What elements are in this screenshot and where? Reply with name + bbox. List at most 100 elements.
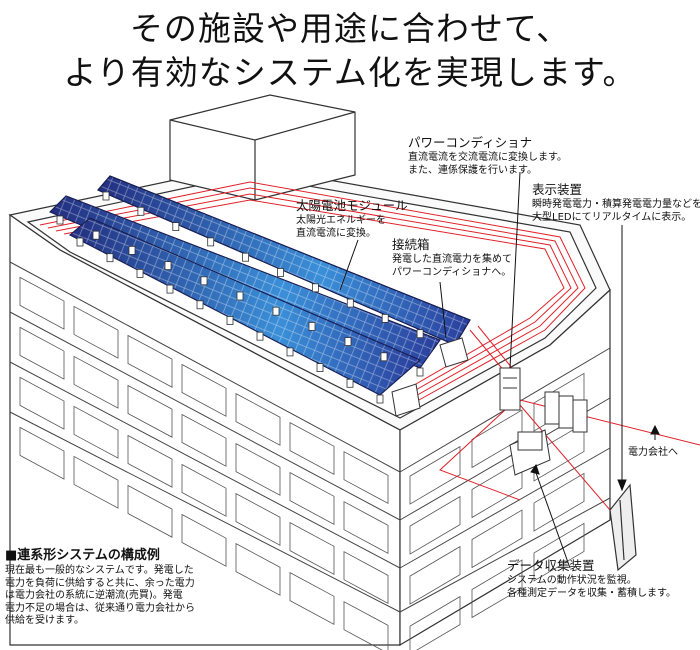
window [409, 495, 461, 555]
panel-mount [256, 331, 264, 341]
display-title: 表示装置 [532, 182, 583, 197]
callout-display: 表示装置 瞬時発電電力・積算発電電力量などを 大型LEDにてリアルタイムに表示。 [532, 181, 700, 224]
power-conditioner-title: パワーコンディショナ [408, 135, 533, 150]
panel-mount [346, 378, 354, 388]
callout-power-conditioner: パワーコンディショナ 直流電流を交流電流に変換します。 また、連係保護を行います… [408, 134, 567, 177]
window [343, 501, 389, 555]
data-collector-desc-2: 各種測定データを収集・蓄積します。 [507, 588, 676, 599]
window [127, 384, 173, 438]
electrical-cabinets [544, 391, 588, 433]
panel-mount [136, 268, 144, 278]
floor-lines [9, 261, 611, 613]
window [73, 405, 119, 459]
caption-title: ■連系形システムの構成例 [5, 548, 160, 563]
panel-mount [226, 316, 234, 325]
panel-mount [242, 252, 250, 262]
panel-mount [200, 276, 208, 286]
window [127, 434, 173, 488]
data-collector-title: データ収集装置 [507, 558, 595, 573]
headline-line-2: より有効なシステム化を実現します。 [63, 53, 637, 92]
window [289, 471, 335, 525]
panel-mounts [56, 191, 459, 404]
window [127, 334, 173, 388]
window [289, 521, 335, 575]
solar-module-desc-1: 太陽光エネルギーを [296, 215, 386, 226]
window [181, 463, 227, 517]
callout-data-collector: データ収集装置 システムの動作状況を監視。 各種測定データを収集・蓄積します。 [507, 557, 676, 600]
window [19, 376, 65, 430]
panel-mount [344, 337, 352, 347]
panel-mount [381, 313, 389, 323]
panel-mount [376, 394, 384, 404]
junction-box-desc-1: 発電した直流電力を集めて [392, 254, 512, 265]
solar-array-3 [69, 217, 421, 396]
window [343, 451, 389, 505]
power-conditioner [499, 367, 521, 411]
callout-junction-box: 接続箱 発電した直流電力を集めて パワーコンディショナへ。 [392, 236, 512, 279]
window [235, 542, 281, 596]
headline-line-1: その施設や用途に合わせて、 [129, 9, 571, 48]
system-caption: ■連系形システムの構成例 現在最も一般的なシステムです。発電した 電力を負荷に供… [5, 547, 220, 628]
windows [19, 276, 585, 650]
window [409, 595, 461, 650]
panel-mount [76, 237, 84, 247]
panel-mount [196, 300, 204, 310]
display-desc-1: 瞬時発電電力・積算発電電力量などを [532, 199, 700, 210]
panel-mount [92, 230, 100, 240]
panel-mount [128, 245, 136, 255]
junction-box [391, 337, 469, 417]
window [471, 459, 523, 519]
window [409, 545, 461, 605]
panel-mount [164, 261, 172, 271]
panel-mount [106, 253, 114, 263]
display-desc-2: 大型LEDにてリアルタイムに表示。 [532, 212, 692, 223]
panel-mount [207, 237, 215, 247]
window [235, 492, 281, 546]
caption-line: 供給を受けます。 [5, 615, 84, 626]
solar-module-title: 太陽電池モジュール [296, 198, 408, 213]
roof-wiring [39, 181, 700, 511]
callout-solar-module: 太陽電池モジュール 太陽光エネルギーを 直流電流に変換。 [296, 197, 408, 240]
panel-mount [380, 352, 388, 362]
panel-mount [172, 222, 180, 232]
penthouse [169, 94, 356, 201]
panel-mount [137, 206, 145, 216]
window [73, 455, 119, 509]
data-collector-desc-1: システムの動作状況を監視。 [507, 575, 637, 586]
window [343, 601, 389, 650]
panel-mount [416, 329, 424, 339]
callout-utility: 電力会社へ [628, 446, 678, 459]
window [289, 421, 335, 475]
caption-line: 電力を負荷に供給すると共に、余った電力 [5, 577, 195, 589]
caption-line: 現在最も一般的なシステムです。発電した [5, 565, 194, 576]
window [235, 442, 281, 496]
window [471, 509, 523, 569]
panel-mount [102, 191, 110, 201]
panel-mount [166, 284, 174, 294]
window [471, 559, 523, 619]
solar-module-desc-2: 直流電流に変換。 [296, 228, 376, 239]
window [343, 551, 389, 605]
panel-mount [316, 363, 324, 373]
window [181, 363, 227, 417]
panel-mount [272, 306, 280, 316]
window [409, 445, 461, 505]
solar-array-1 [97, 175, 471, 346]
window [127, 484, 173, 538]
panel-mount [56, 215, 64, 225]
window [235, 392, 281, 446]
panel-mount [346, 298, 354, 308]
window [19, 326, 65, 380]
window [533, 472, 585, 532]
panel-mount [277, 268, 284, 277]
panel-mount [308, 321, 316, 331]
panel-mount [236, 291, 244, 301]
window [289, 571, 335, 625]
display-board [609, 483, 637, 572]
junction-box-title: 接続箱 [392, 237, 430, 252]
junction-box-desc-2: パワーコンディショナへ。 [392, 267, 512, 278]
panel-mount [311, 283, 319, 293]
window [19, 276, 65, 330]
